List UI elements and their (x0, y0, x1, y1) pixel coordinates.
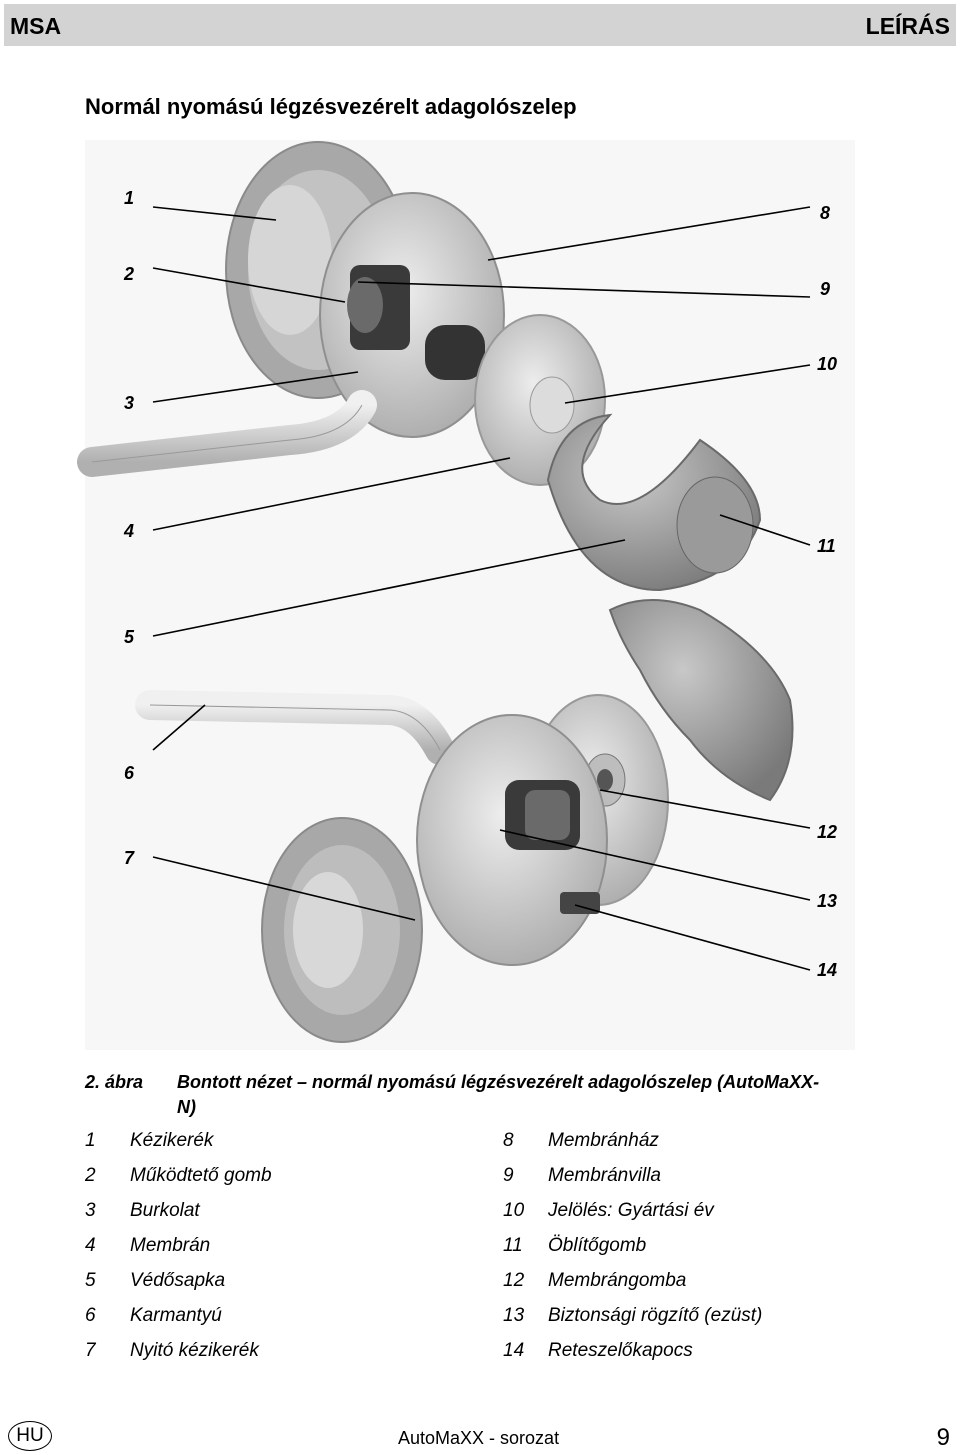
legend-label: Kézikerék (130, 1130, 214, 1151)
leader-lines (152, 206, 811, 971)
legend-label: Biztonsági rögzítő (ezüst) (548, 1305, 763, 1326)
callout-9: 9 (820, 279, 831, 299)
legend-label: Reteszelőkapocs (548, 1340, 693, 1361)
legend-label: Burkolat (130, 1200, 200, 1221)
exploded-view-illustration (77, 140, 855, 1050)
figure-number: 2. ábra (85, 1072, 144, 1092)
legend-label: Öblítőgomb (548, 1235, 647, 1256)
page-number: 9 (936, 1424, 950, 1451)
brand-label: MSA (10, 13, 62, 39)
dome-cap-upper (546, 413, 762, 592)
hose-upper (77, 390, 377, 477)
page-header: MSA LEÍRÁS (4, 4, 956, 46)
callout-10: 10 (817, 354, 838, 374)
callout-14: 14 (817, 960, 838, 980)
hose-lower (135, 690, 455, 765)
figure-caption-text: Bontott nézet – normál nyomású légzésvez… (177, 1072, 820, 1117)
legend-number: 9 (503, 1165, 514, 1186)
legend-label: Védősapka (130, 1270, 226, 1291)
legend-label: Membránház (548, 1130, 659, 1151)
legend-number: 13 (503, 1305, 525, 1326)
legend-number: 1 (85, 1130, 96, 1151)
legend-label: Membrángomba (548, 1270, 687, 1291)
housing-lower (416, 714, 608, 966)
legend-number: 3 (85, 1200, 96, 1221)
legend-label: Működtető gomb (130, 1165, 272, 1186)
legend-label: Membránvilla (548, 1165, 661, 1186)
legend-number: 10 (503, 1200, 525, 1221)
callout-4: 4 (124, 521, 135, 541)
callout-5: 5 (124, 627, 135, 647)
section-label: LEÍRÁS (865, 13, 950, 39)
callout-1: 1 (124, 188, 135, 208)
legend-number: 14 (503, 1340, 525, 1361)
legend-number: 7 (85, 1340, 96, 1361)
legend-number: 6 (85, 1305, 96, 1326)
callout-13: 13 (817, 891, 838, 911)
exploded-view-figure: 1 2 3 4 5 6 7 8 9 10 11 12 13 14 (0, 140, 960, 1050)
legend-label: Nyitó kézikerék (130, 1340, 259, 1361)
legend-number: 8 (503, 1130, 514, 1151)
legend-number: 2 (85, 1165, 96, 1186)
language-badge: HU (8, 1421, 52, 1451)
legend-label: Membrán (130, 1235, 211, 1256)
legend-number: 12 (503, 1270, 525, 1291)
legend-label: Jelölés: Gyártási év (548, 1200, 714, 1221)
legend-number: 4 (85, 1235, 96, 1256)
page-title: Normál nyomású légzésvezérelt adagolósze… (85, 94, 577, 119)
handwheel-lower (261, 817, 423, 1043)
callout-2: 2 (124, 264, 135, 284)
callout-11: 11 (817, 536, 836, 556)
callout-8: 8 (820, 203, 831, 223)
callout-12: 12 (817, 822, 838, 842)
series-name: AutoMaXX - sorozat (398, 1428, 560, 1448)
callout-6: 6 (124, 763, 135, 783)
housing-upper (319, 192, 505, 438)
legend-number: 5 (85, 1270, 96, 1291)
dome-cap-lower (608, 599, 794, 802)
callout-7: 7 (124, 848, 135, 868)
legend-number: 11 (503, 1235, 523, 1256)
legend-label: Karmantyú (130, 1305, 222, 1326)
callout-3: 3 (124, 393, 135, 413)
